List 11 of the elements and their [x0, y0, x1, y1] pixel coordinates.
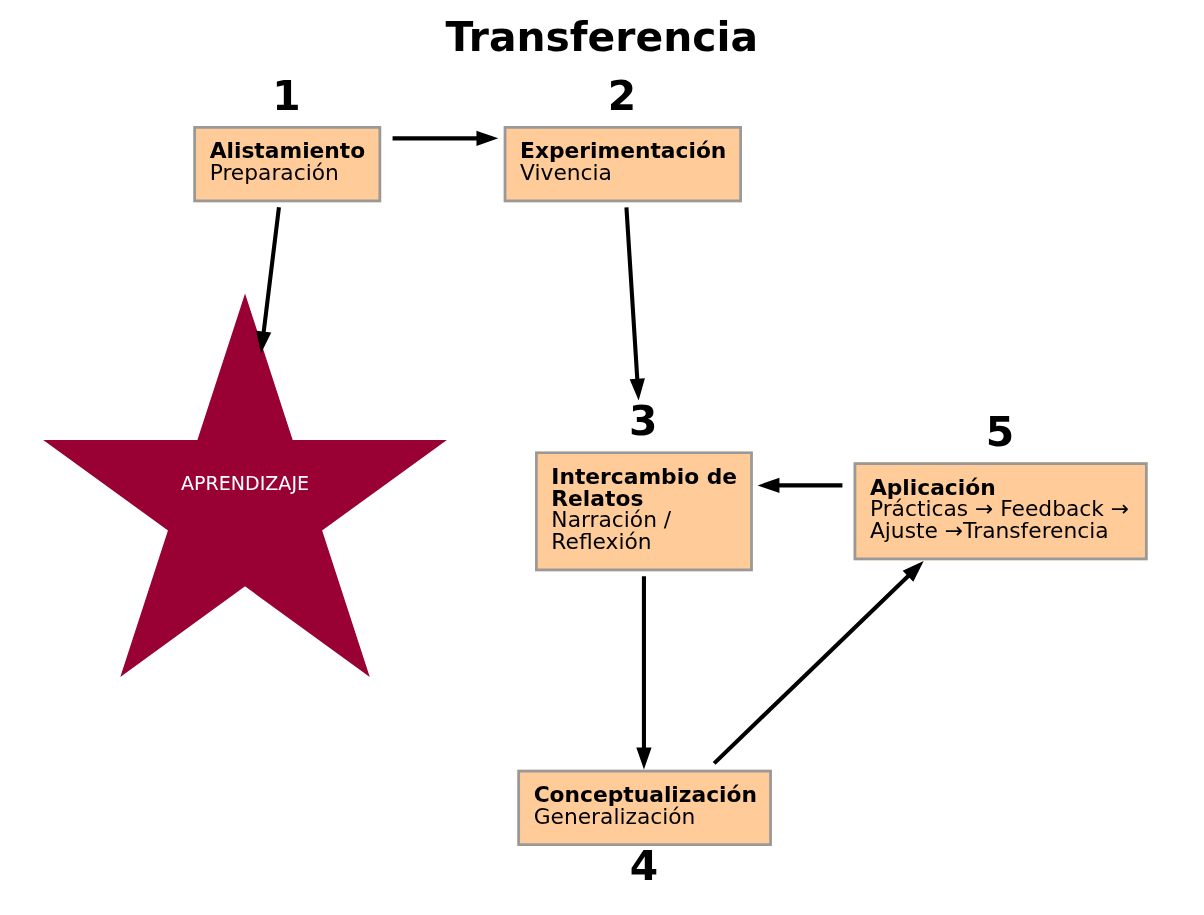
diagram-title: Transferencia — [445, 12, 758, 61]
node-label: 5 — [985, 407, 1015, 456]
node-label: 2 — [607, 71, 637, 120]
arrow — [392, 130, 499, 146]
arrow — [624, 207, 645, 401]
arrow — [636, 576, 652, 770]
arrow — [757, 477, 843, 494]
arrow — [712, 561, 924, 765]
node-label: 1 — [272, 71, 301, 120]
node-label: 3 — [628, 397, 658, 446]
arrow — [256, 207, 281, 354]
